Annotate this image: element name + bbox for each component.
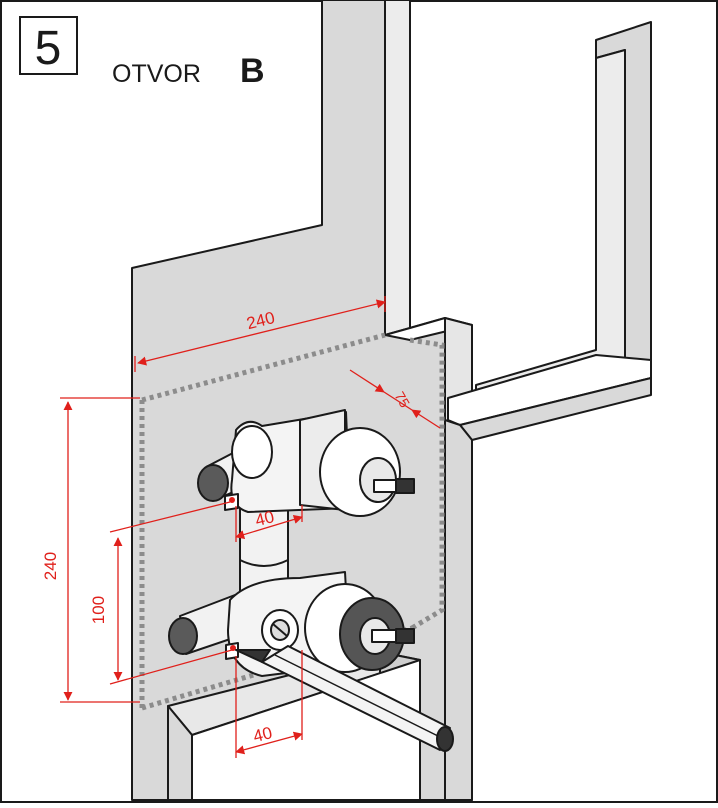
- wall-riser-side: [384, 0, 411, 336]
- dimension-labels: 240 75 240 100 40 40: [41, 308, 413, 746]
- pencil-end: [436, 726, 454, 752]
- pencil: [235, 645, 454, 752]
- dim-ext-spacing-top: [109, 501, 231, 533]
- dim-label-lower-offset: 40: [251, 723, 274, 746]
- step-number-box: [19, 16, 78, 75]
- upper-valve: [197, 409, 415, 517]
- dim-label-height: 240: [41, 552, 60, 580]
- dim-label-upper-offset: 40: [253, 507, 276, 530]
- dim-line-lower-offset: [235, 731, 303, 755]
- dim-line-upper-offset: [235, 515, 303, 539]
- valve-assembly: [168, 409, 454, 752]
- cutout-rectangle: [139, 332, 445, 711]
- dim-label-spacing: 100: [89, 596, 108, 624]
- dim-line-depth-b: [411, 409, 441, 429]
- upper-mounting-point: [229, 497, 235, 503]
- lower-valve-spline: [395, 628, 415, 644]
- upper-valve-body-top: [231, 425, 273, 479]
- dim-ext-spacing-bottom: [109, 649, 233, 685]
- upper-valve-left-cap: [197, 464, 229, 502]
- cutout-outline: [139, 332, 445, 711]
- lower-valve-screw-slot: [272, 623, 288, 637]
- upper-valve-spline: [395, 478, 415, 494]
- step-number: 5: [35, 22, 62, 75]
- dim-ext-depth: [383, 391, 413, 411]
- step-title-prefix: OTVOR: [112, 60, 201, 88]
- dim-line-wall-width: [137, 299, 386, 366]
- dim-line-depth: [349, 369, 385, 393]
- lower-valve: [168, 571, 415, 677]
- side-channel: [444, 21, 652, 801]
- lower-valve-left-cap: [168, 617, 198, 655]
- pencil-stripe: [274, 654, 447, 741]
- niche-left: [167, 705, 193, 801]
- step-title-letter: B: [240, 52, 265, 90]
- dim-label-depth: 75: [392, 389, 414, 411]
- pipe-joint: [239, 559, 289, 567]
- dimension-lines: [60, 296, 441, 758]
- step-header: 5 OTVOR B: [19, 16, 265, 90]
- pencil-tip: [235, 649, 271, 663]
